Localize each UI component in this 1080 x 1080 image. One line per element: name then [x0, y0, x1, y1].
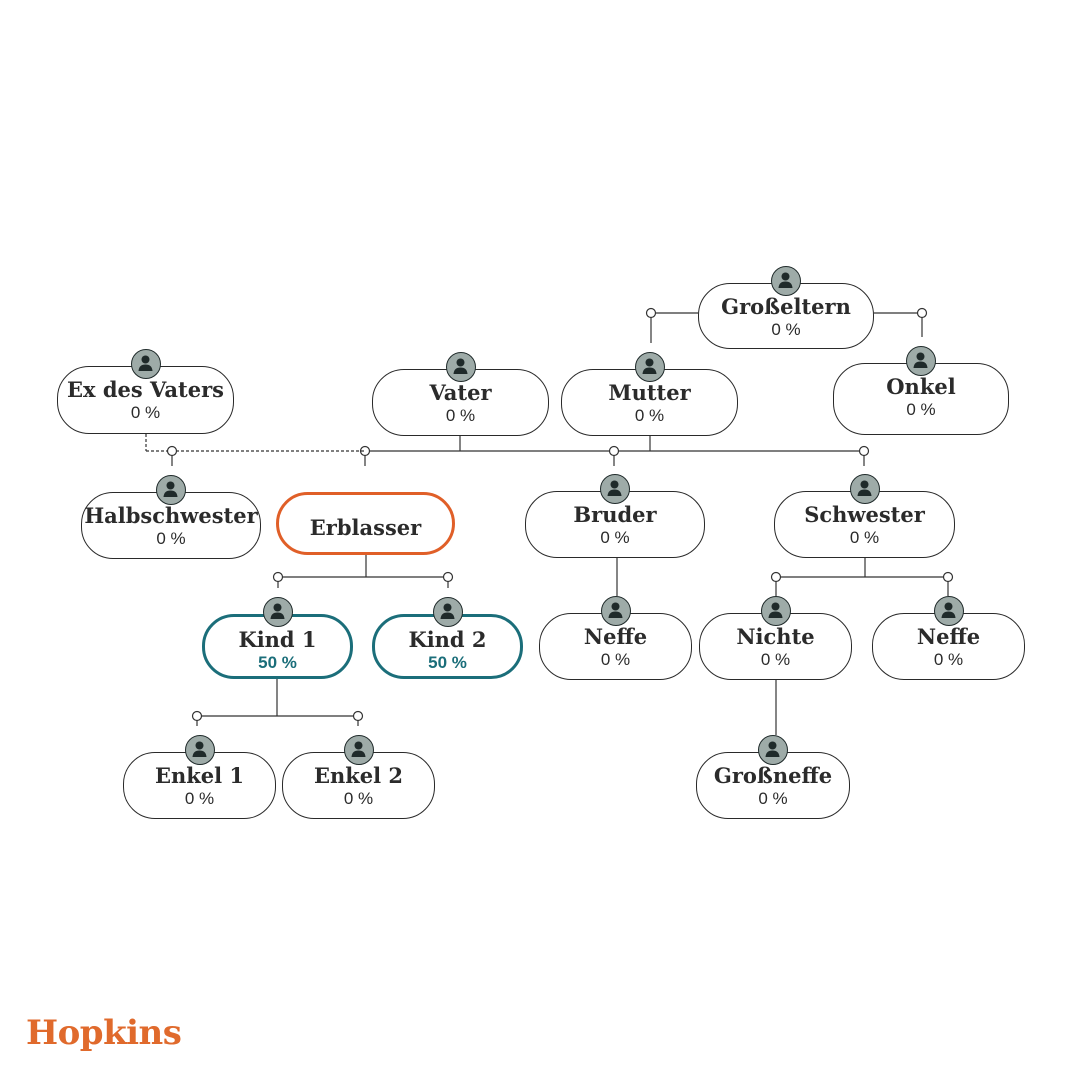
node-name: Erblasser — [309, 515, 422, 540]
node-share: 0 % — [184, 789, 215, 808]
node-name: Neffe — [583, 624, 648, 649]
connector-junction — [942, 571, 954, 583]
node-share: 0 % — [760, 650, 791, 669]
person-icon — [445, 352, 476, 382]
node-share: 0 % — [933, 650, 964, 669]
person-icon — [771, 266, 801, 296]
connector-junction — [645, 307, 657, 319]
node-name: Ex des Vaters — [67, 377, 224, 402]
person-icon — [758, 735, 788, 765]
node-name: Enkel 1 — [154, 763, 245, 788]
node-name: Neffe — [916, 624, 981, 649]
person-icon — [184, 735, 215, 765]
node-name: Großneffe — [713, 763, 833, 788]
node-name: Nichte — [736, 624, 815, 649]
node-share: 0 % — [130, 403, 161, 422]
person-icon — [130, 349, 161, 379]
node-schwester: Schwester 0 % — [774, 491, 955, 558]
node-share: 0 % — [343, 789, 374, 808]
node-mutter: Mutter 0 % — [561, 369, 738, 436]
person-icon — [343, 735, 374, 765]
node-share: 0 % — [758, 789, 788, 808]
node-name: Großeltern — [721, 294, 851, 319]
node-name: Bruder — [573, 502, 657, 527]
hopkins-logo: Hopkins — [26, 1013, 182, 1053]
person-icon — [933, 596, 964, 626]
node-name: Kind 2 — [408, 627, 487, 652]
person-icon — [600, 596, 631, 626]
node-share: 50 % — [258, 653, 297, 672]
node-share: 0 % — [849, 528, 880, 547]
person-icon — [156, 475, 186, 505]
node-share: 0 % — [771, 320, 801, 339]
node-name: Schwester — [804, 502, 925, 527]
node-share: 0 % — [445, 406, 476, 425]
connector-junction — [608, 445, 620, 457]
connector-junction — [770, 571, 782, 583]
person-icon — [600, 474, 630, 504]
node-kind-1: Kind 1 50 % — [202, 614, 353, 679]
node-share: 0 % — [906, 400, 936, 419]
person-icon — [849, 474, 880, 504]
node-share: 0 % — [634, 406, 665, 425]
person-icon — [906, 346, 936, 376]
node-share: 0 % — [600, 528, 630, 547]
person-icon — [432, 597, 463, 627]
node-share: 0 % — [156, 529, 186, 548]
node-share: 50 % — [428, 653, 467, 672]
node-name: Mutter — [608, 380, 691, 405]
node-share: 0 % — [600, 650, 631, 669]
connector-junction — [272, 571, 284, 583]
connector-junction — [359, 445, 371, 457]
node-name: Halbschwester — [84, 503, 258, 528]
node-name: Enkel 2 — [313, 763, 404, 788]
node-erblasser: Erblasser — [276, 492, 455, 555]
connector-junction — [352, 710, 364, 722]
connector-junction — [916, 307, 928, 319]
connector-junction — [191, 710, 203, 722]
person-icon — [262, 597, 293, 627]
person-icon — [760, 596, 791, 626]
connector-junction — [858, 445, 870, 457]
node-name: Onkel — [886, 374, 956, 399]
node-name: Vater — [429, 380, 492, 405]
connector-junction — [166, 445, 178, 457]
person-icon — [634, 352, 665, 382]
node-name: Kind 1 — [238, 627, 317, 652]
connector-junction — [442, 571, 454, 583]
